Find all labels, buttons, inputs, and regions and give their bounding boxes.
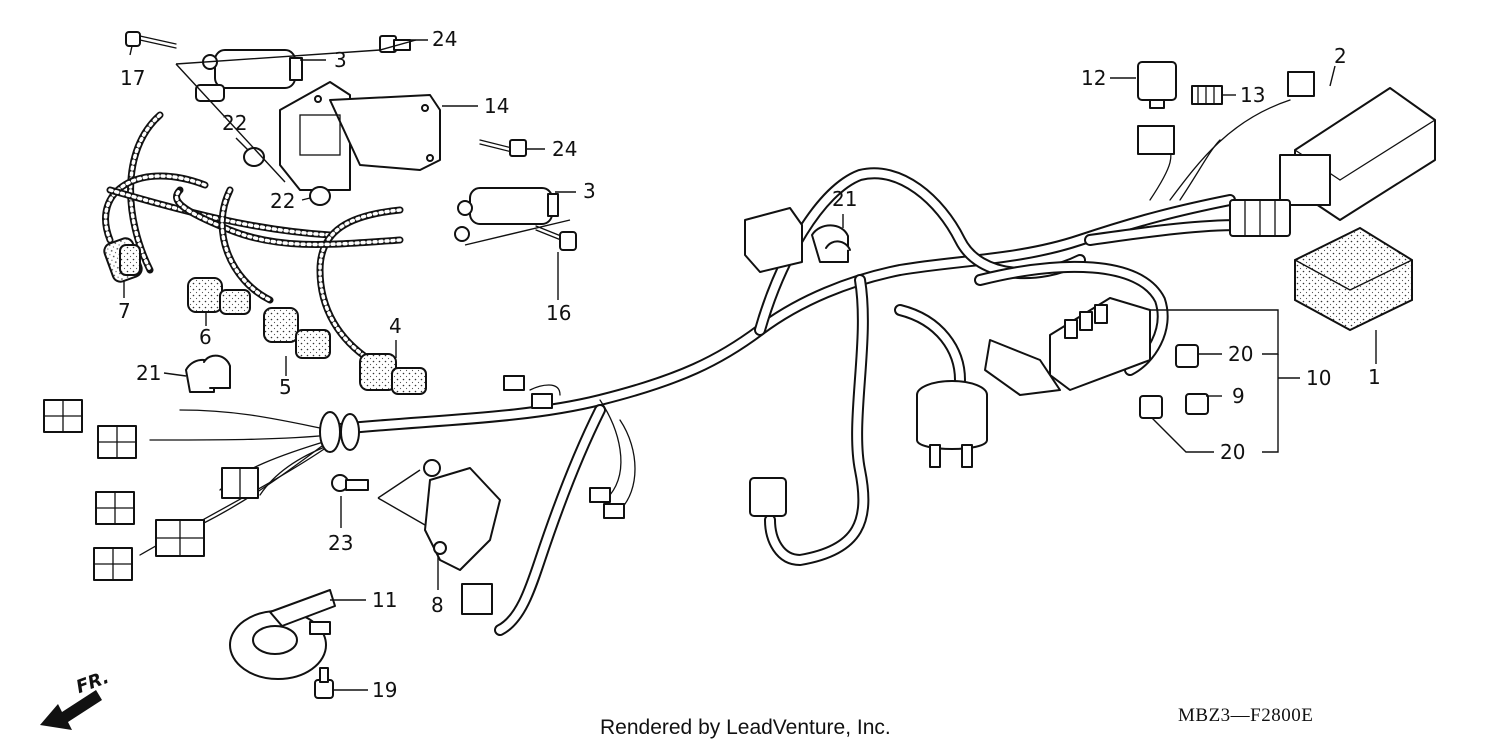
- callout-24-upper: 24: [432, 27, 457, 51]
- callout-20-lower: 20: [1220, 440, 1245, 464]
- connector-lower-mid: [503, 375, 787, 519]
- leader-lines: [123, 39, 1377, 691]
- horn: [229, 589, 336, 680]
- callout-14: 14: [484, 94, 509, 118]
- bolt-24-lower: [479, 139, 527, 157]
- callout-13: 13: [1240, 83, 1265, 107]
- callout-2: 2: [1334, 44, 1347, 68]
- spark-plug-cap-6: [187, 277, 251, 315]
- wire-clip-left: [185, 354, 231, 393]
- fuse-box: [984, 297, 1151, 396]
- connector-mid: [1137, 125, 1175, 155]
- callout-8: 8: [431, 593, 444, 617]
- boot-cover: [744, 207, 803, 273]
- ignition-coil-lower: [454, 187, 559, 242]
- spark-plug-cap-5: [263, 307, 331, 359]
- fuse-upper: [1175, 344, 1199, 368]
- callout-11: 11: [372, 588, 397, 612]
- ignition-switch: [916, 380, 988, 468]
- callout-22-lower: 22: [270, 189, 295, 213]
- callout-5: 5: [279, 375, 292, 399]
- front-direction-arrow: [40, 690, 102, 730]
- spark-plug-leads: [102, 111, 404, 364]
- render-credit: Rendered by LeadVenture, Inc.: [600, 716, 891, 739]
- callout-20-upper: 20: [1228, 342, 1253, 366]
- callout-22-upper: 22: [222, 111, 247, 135]
- callout-12: 12: [1081, 66, 1106, 90]
- callout-10: 10: [1306, 366, 1331, 390]
- connector-top: [1287, 71, 1315, 97]
- callout-1: 1: [1368, 365, 1381, 389]
- callout-3-lower: 3: [583, 179, 596, 203]
- wire-clip-upper: [811, 224, 851, 263]
- callout-23: 23: [328, 531, 353, 555]
- diagram-code: MBZ3—F2800E: [1178, 705, 1314, 726]
- callout-21-upper: 21: [832, 187, 857, 211]
- callout-19: 19: [372, 678, 397, 702]
- grommet: [319, 411, 360, 453]
- callout-24-lower: 24: [552, 137, 577, 161]
- spark-plug-cap-7: [103, 237, 143, 283]
- fuse-spare: [1185, 393, 1209, 415]
- connector-13: [1191, 85, 1223, 105]
- control-unit-1: [1294, 226, 1413, 332]
- bolt-17: [125, 31, 177, 49]
- fuse-lower: [1139, 395, 1163, 419]
- ignition-coil-upper: [195, 49, 303, 102]
- coil-bracket: [279, 81, 441, 191]
- branch-wires: [139, 99, 1291, 556]
- connector-cdi: [1229, 199, 1291, 237]
- callout-21-left: 21: [136, 361, 161, 385]
- callout-16: 16: [546, 301, 571, 325]
- bolt-16: [535, 225, 577, 251]
- callout-7: 7: [118, 299, 131, 323]
- callout-3-upper: 3: [334, 48, 347, 72]
- callout-4: 4: [389, 314, 402, 338]
- bolt-19: [314, 667, 334, 699]
- left-connectors: [43, 399, 259, 581]
- bolt-23: [331, 474, 369, 492]
- callout-labels: 1 2 3 3 4 5 6 7 8 9 10 11 12 13 14 16 17…: [118, 27, 1381, 702]
- callout-17: 17: [120, 66, 145, 90]
- callout-9: 9: [1232, 384, 1245, 408]
- control-unit-2: [1279, 87, 1436, 221]
- spark-plug-cap-4: [359, 353, 427, 395]
- callout-6: 6: [199, 325, 212, 349]
- bolt-24-upper: [379, 35, 411, 53]
- sensor-bracket: [423, 459, 501, 615]
- relay: [1137, 61, 1177, 109]
